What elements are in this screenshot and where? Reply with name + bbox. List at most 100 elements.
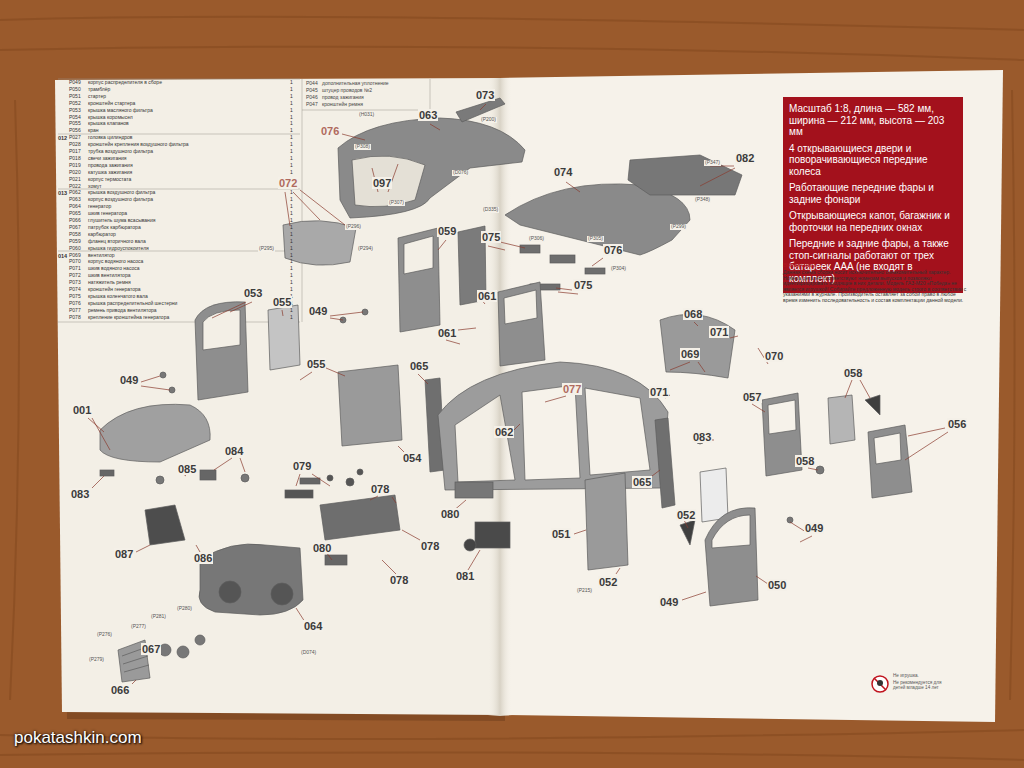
parts-list-cell: 1 <box>290 115 293 121</box>
callout-number: 055 <box>272 296 292 308</box>
leader-lines-part <box>141 386 170 390</box>
leader-lines-part <box>312 474 330 486</box>
parts-list-cell: 1 <box>290 315 293 321</box>
car-parts-part <box>195 302 248 400</box>
parts-list-cell: P046 <box>306 95 318 101</box>
parts-list-cell: 1 <box>290 135 293 141</box>
callout-number: 079 <box>292 460 312 472</box>
parts-list-cell: P062 <box>69 190 81 196</box>
callout-number: 067 <box>141 643 161 655</box>
car-parts-part <box>680 520 695 545</box>
parts-list-cell: шкив водяного насоса <box>88 266 140 272</box>
car-parts-part <box>357 469 363 475</box>
parts-list-cell: 1 <box>290 108 293 114</box>
leader-lines-part <box>845 380 852 398</box>
part-code: (H031) <box>358 112 375 118</box>
parts-list-cell: P064 <box>69 204 81 210</box>
parts-list-cell: натяжитель ремня <box>88 280 131 286</box>
car-parts-part <box>705 508 758 606</box>
callout-number: 081 <box>455 570 475 582</box>
parts-list-cell: P022 <box>69 184 81 190</box>
parts-list-cell: P017 <box>69 149 81 155</box>
part-code: (P296) <box>345 224 362 230</box>
callout-number: 057 <box>742 391 762 403</box>
callout-number: 074 <box>553 166 573 178</box>
callout-number: 049 <box>308 305 328 317</box>
notice-text: Данная схема сборки носит исключительно … <box>783 270 968 304</box>
callout-number: 049 <box>804 522 824 534</box>
car-parts-part <box>655 418 675 508</box>
leader-lines-part <box>730 336 738 338</box>
parts-list-cell: P020 <box>69 170 81 176</box>
wood-table <box>0 17 1024 760</box>
parts-list-cell: P076 <box>69 301 81 307</box>
parts-list-cell: P027 <box>69 135 81 141</box>
parts-list-cell: корпус водяного насоса <box>88 259 143 265</box>
car-parts-part <box>100 470 114 476</box>
parts-list-cell: 1 <box>290 266 293 272</box>
parts-list-cell: кран <box>88 128 99 134</box>
leader-lines-part <box>694 322 698 326</box>
part-code: (P276) <box>96 632 113 638</box>
parts-list-cell: крышка коленчатого вала <box>88 294 148 300</box>
car-parts-part <box>156 476 164 484</box>
part-code: (P307) <box>388 200 405 206</box>
callout-number: 062 <box>494 426 514 438</box>
parts-list-cell: стартер <box>88 94 106 100</box>
parts-list-cell: 1 <box>290 121 293 127</box>
callout-number: 065 <box>409 360 429 372</box>
car-parts-part <box>404 236 433 274</box>
wood-table-part <box>10 100 19 700</box>
parts-list-cell: 1 <box>290 101 293 107</box>
parts-list-cell: 1 <box>290 308 293 314</box>
parts-list-cell: P045 <box>306 88 318 94</box>
leader-lines-part <box>800 536 812 542</box>
parts-list-cell: P065 <box>69 211 81 217</box>
car-parts-part <box>160 372 166 378</box>
callout-number: 097 <box>372 177 392 189</box>
callout-number: 080 <box>312 542 332 554</box>
leader-lines-part <box>710 166 734 167</box>
car-parts-part <box>338 365 402 446</box>
leader-lines-part <box>458 328 476 330</box>
warning-icon <box>872 676 888 692</box>
parts-list-cell: корпус воздушного фильтра <box>88 197 153 203</box>
leader-lines-part <box>545 396 566 402</box>
car-parts-part <box>585 268 605 274</box>
leader-lines-part <box>670 362 690 370</box>
part-code: (P295) <box>258 246 275 252</box>
parts-table-rules-part <box>302 110 430 111</box>
leader-lines-part <box>293 192 320 220</box>
parts-list-cell: P050 <box>69 87 81 93</box>
part-code: (D335) <box>482 207 499 213</box>
leader-lines-part <box>285 192 290 226</box>
parts-list-cell: P019 <box>69 163 81 169</box>
leader-lines-part <box>392 497 396 503</box>
leader-lines-part <box>860 380 870 398</box>
leader-lines-part <box>430 124 440 130</box>
callout-number: 086 <box>193 552 213 564</box>
leader-lines-part <box>212 302 246 318</box>
parts-list-cell: трубка воздушного фильтра <box>88 149 153 155</box>
callout-number: 059 <box>437 225 457 237</box>
parts-list-cell: трамблёр <box>88 87 110 93</box>
car-parts-part <box>438 362 668 490</box>
parts-list-cell: P070 <box>69 259 81 265</box>
car-parts-part <box>199 544 303 615</box>
parts-list-cell: крышка воздушного фильтра <box>88 190 155 196</box>
parts-list-cell: P073 <box>69 280 81 286</box>
callout-number: 083 <box>692 431 712 443</box>
parts-list-cell: 1 <box>290 239 293 245</box>
car-parts-part <box>700 468 728 522</box>
car-parts-part <box>456 98 505 122</box>
leader-lines-part <box>382 560 396 574</box>
car-parts-part <box>325 555 347 565</box>
callout-number: 052 <box>598 576 618 588</box>
parts-list-cell: P047 <box>306 102 318 108</box>
callout-number: 083 <box>70 488 90 500</box>
callout-number: 071 <box>709 326 729 338</box>
parts-list-cell: крышка гидроуспокоителя <box>88 246 149 252</box>
parts-list-cell: 1 <box>290 287 293 293</box>
callout-number: 075 <box>573 279 593 291</box>
leader-lines-part <box>592 258 603 266</box>
